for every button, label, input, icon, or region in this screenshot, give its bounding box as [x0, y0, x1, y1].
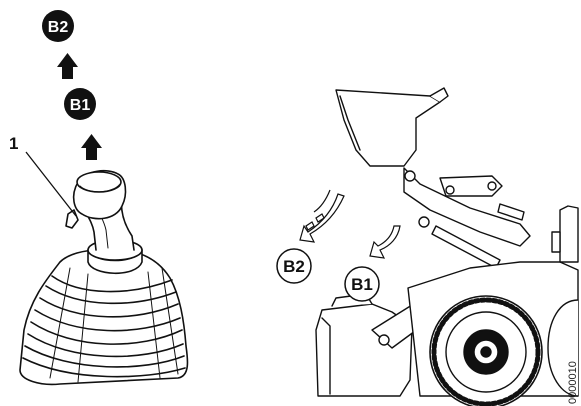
position-label-b1-text: B1: [351, 275, 373, 294]
movement-arrows: [300, 190, 400, 258]
push-up-arrow-icon: [57, 53, 78, 79]
badge-b1-joystick-label: B1: [70, 97, 91, 114]
cab-pillar: [560, 206, 578, 262]
badge-b2-joystick-label: B2: [48, 19, 69, 36]
pivot-pin: [379, 335, 389, 345]
joystick-illustration: [20, 171, 188, 385]
figure-code: 0000010: [567, 361, 579, 404]
pivot-pin: [446, 186, 454, 194]
badge-b2-joystick: B2: [42, 10, 74, 42]
pivot-pin: [405, 171, 415, 181]
badge-b1-joystick: B1: [64, 88, 96, 120]
loader-illustration: [316, 88, 578, 406]
position-label-b2: B2: [277, 249, 311, 283]
curved-arrow-b1-icon: [370, 226, 400, 258]
pivot-pin: [419, 217, 429, 227]
position-label-b2-text: B2: [283, 257, 305, 276]
joystick-trigger: [66, 210, 78, 228]
curved-arrow-b2-dash: [314, 190, 330, 212]
front-wheel-hub-cap: [481, 347, 491, 357]
position-label-b1: B1: [345, 267, 379, 301]
push-up-arrow-icon: [81, 134, 102, 160]
pivot-pin: [488, 182, 496, 190]
callout-number: 1: [9, 134, 18, 153]
cab-detail: [552, 232, 560, 252]
callout-leader-line: [26, 152, 76, 216]
